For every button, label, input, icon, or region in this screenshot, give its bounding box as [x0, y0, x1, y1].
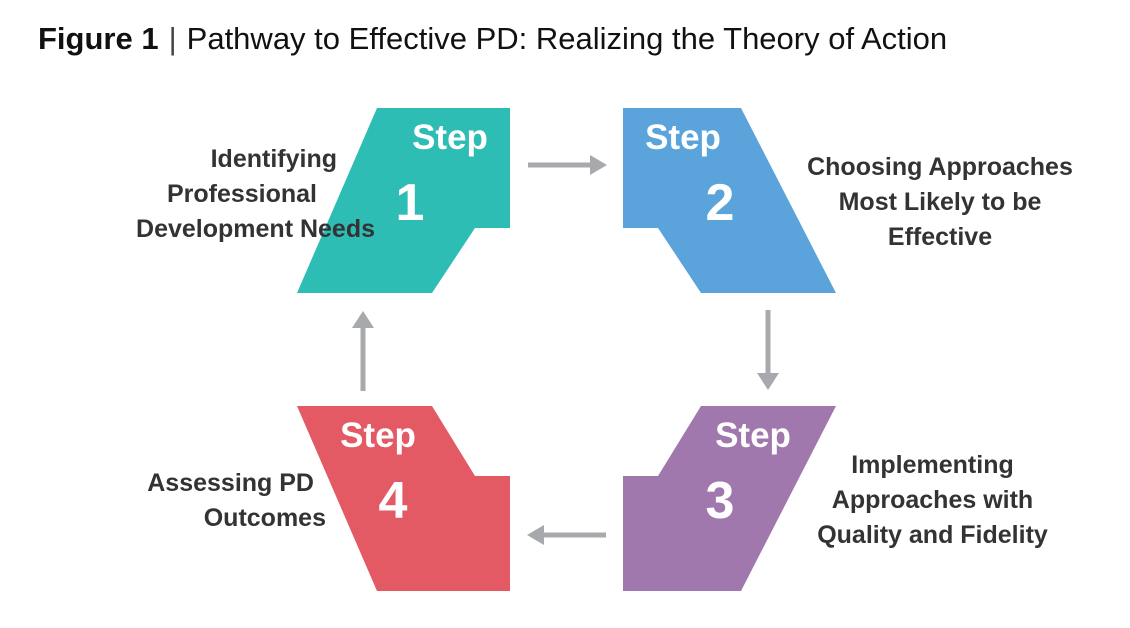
step-2-word: Step — [645, 118, 721, 157]
step-1-word: Step — [412, 118, 488, 157]
step-4-word: Step — [340, 416, 416, 455]
step-2-label-line: Most Likely to be — [838, 188, 1042, 216]
step-4-label-line: Outcomes — [203, 504, 326, 532]
step-2-shape — [623, 108, 836, 293]
step-4-number: 4 — [378, 472, 408, 530]
step-1-label-line: Professional — [166, 180, 317, 208]
step-3-word: Step — [715, 416, 791, 455]
step-4-label-line: Assessing PD — [147, 469, 314, 497]
figure-title: Figure 1 | Pathway to Effective PD: Realiz… — [38, 20, 947, 58]
title-separator: | — [168, 21, 177, 56]
arrow-step3-to-step4 — [527, 525, 606, 545]
step-1-label-line: Identifying — [210, 145, 337, 173]
step-4-shape — [297, 406, 510, 591]
step-1-label-line: Development Needs — [136, 215, 375, 243]
step-2-number: 2 — [705, 174, 735, 232]
step-1-shape — [297, 108, 510, 293]
step-1-number: 1 — [395, 174, 425, 232]
step-3-label-line: Implementing — [851, 451, 1014, 479]
arrow-step4-to-step1 — [352, 311, 374, 391]
step-3-label-line: Quality and Fidelity — [817, 521, 1048, 549]
arrow-step1-to-step2 — [528, 155, 607, 175]
step-3-number: 3 — [705, 472, 735, 530]
step-3-label-line: Approaches with — [831, 486, 1034, 514]
step-4-label: Assessing PD Outcomes — [147, 466, 326, 536]
step-3-label: Implementing Approaches with Quality and… — [800, 448, 1065, 553]
step-2-label-line: Effective — [887, 223, 993, 251]
arrow-step2-to-step3 — [757, 310, 779, 390]
step-3-shape — [623, 406, 836, 591]
step-2-label: Choosing Approaches Most Likely to be Ef… — [795, 150, 1085, 255]
step-2-label-line: Choosing Approaches — [807, 153, 1073, 181]
figure-number: Figure 1 — [38, 21, 159, 56]
figure-caption: Pathway to Effective PD: Realizing the T… — [186, 21, 948, 56]
step-1-label: Identifying Professional Development Nee… — [136, 142, 375, 247]
